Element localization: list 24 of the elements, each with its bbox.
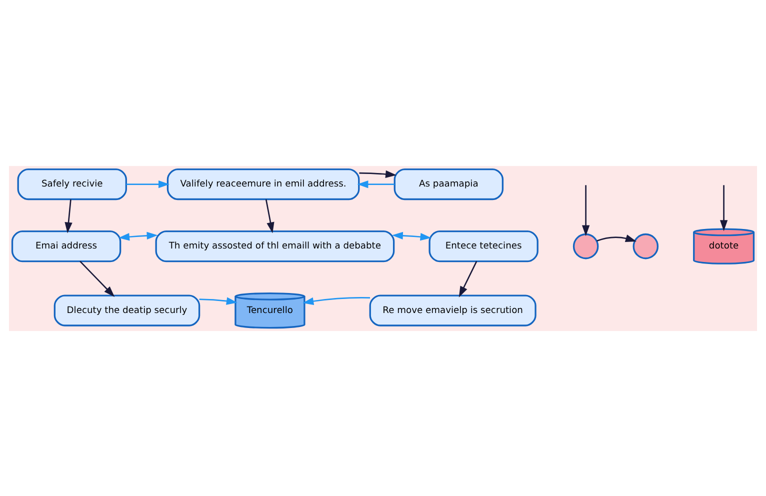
- arrow: [596, 234, 637, 242]
- arrow: [126, 180, 170, 188]
- node-circle: [572, 232, 599, 259]
- node-circle: [632, 232, 659, 259]
- arrow: [458, 260, 478, 297]
- arrow: [302, 296, 370, 304]
- node-box: Valifely reaceemure in emil address.: [166, 168, 360, 200]
- node-box: Entece tetecines: [428, 230, 538, 262]
- arrow: [582, 184, 590, 236]
- arrow: [199, 296, 238, 304]
- arrow: [80, 260, 115, 297]
- arrow: [359, 170, 397, 178]
- arrow: [64, 198, 72, 233]
- arrow: [265, 198, 274, 233]
- arrow: [118, 231, 158, 240]
- arrow: [720, 184, 728, 231]
- arrow: [392, 231, 432, 240]
- node-box: Re move emavielp is secrution: [369, 294, 536, 326]
- arrow: [357, 180, 395, 188]
- node-box: As paamapia: [394, 168, 504, 200]
- node-box: Th emity assosted of thl emaill with a debabte: [155, 230, 395, 262]
- node-box: Emai address: [11, 230, 122, 262]
- node-box: Dlecuty the deatip securly: [54, 294, 200, 326]
- node-box: Safely recivie: [17, 168, 127, 200]
